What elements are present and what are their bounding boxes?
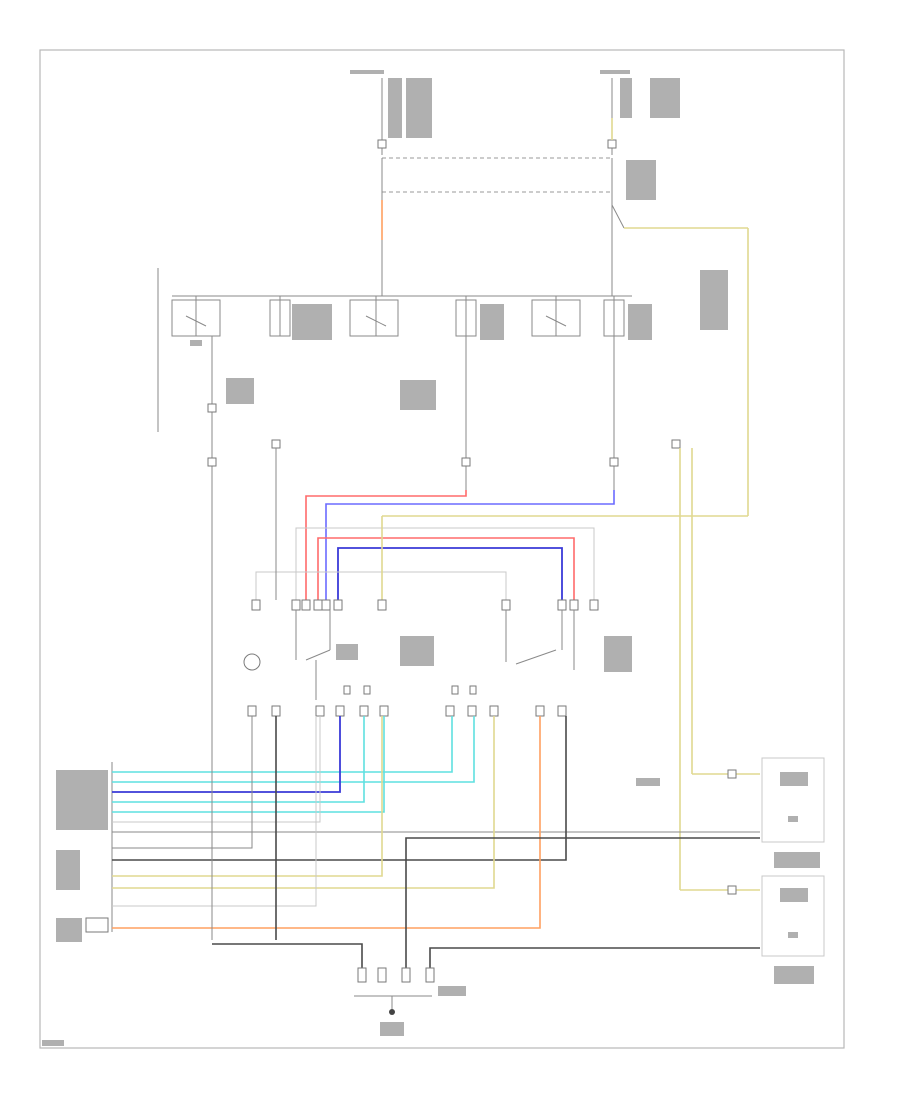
fuse-block-left [350, 70, 432, 155]
wire-blue-1 [325, 490, 615, 600]
relay-3 [349, 296, 399, 337]
wire-red-1 [305, 490, 467, 600]
module-right-top [636, 757, 825, 843]
lamp-symbol [243, 653, 261, 671]
relay-6 [603, 296, 652, 340]
relay-5 [531, 296, 581, 337]
wire-red-2 [317, 537, 575, 600]
ground-icon [389, 1009, 395, 1015]
relay-4 [455, 296, 504, 340]
wire-yellow-1 [112, 716, 383, 877]
wire-blue-2 [337, 547, 563, 600]
relay-label-block [400, 380, 436, 410]
ground-wire [212, 943, 363, 968]
module-right-bottom [727, 852, 825, 984]
relay-1 [171, 296, 221, 346]
ignition-switch [382, 160, 749, 517]
wire-blue-3 [112, 716, 341, 793]
left-window-switch [295, 610, 358, 700]
corner-tag [42, 1040, 64, 1046]
wire-orange-1 [112, 716, 541, 929]
switch-connector-row [251, 599, 599, 611]
lower-connector-row [247, 685, 567, 717]
relay-2 [269, 296, 332, 340]
wire-cyan-1 [112, 716, 453, 773]
module-left [56, 762, 113, 942]
right-window-switch [400, 610, 632, 672]
fuse-block-right [600, 70, 680, 155]
diagram-frame [39, 49, 845, 1049]
ground-splice [354, 967, 466, 1036]
